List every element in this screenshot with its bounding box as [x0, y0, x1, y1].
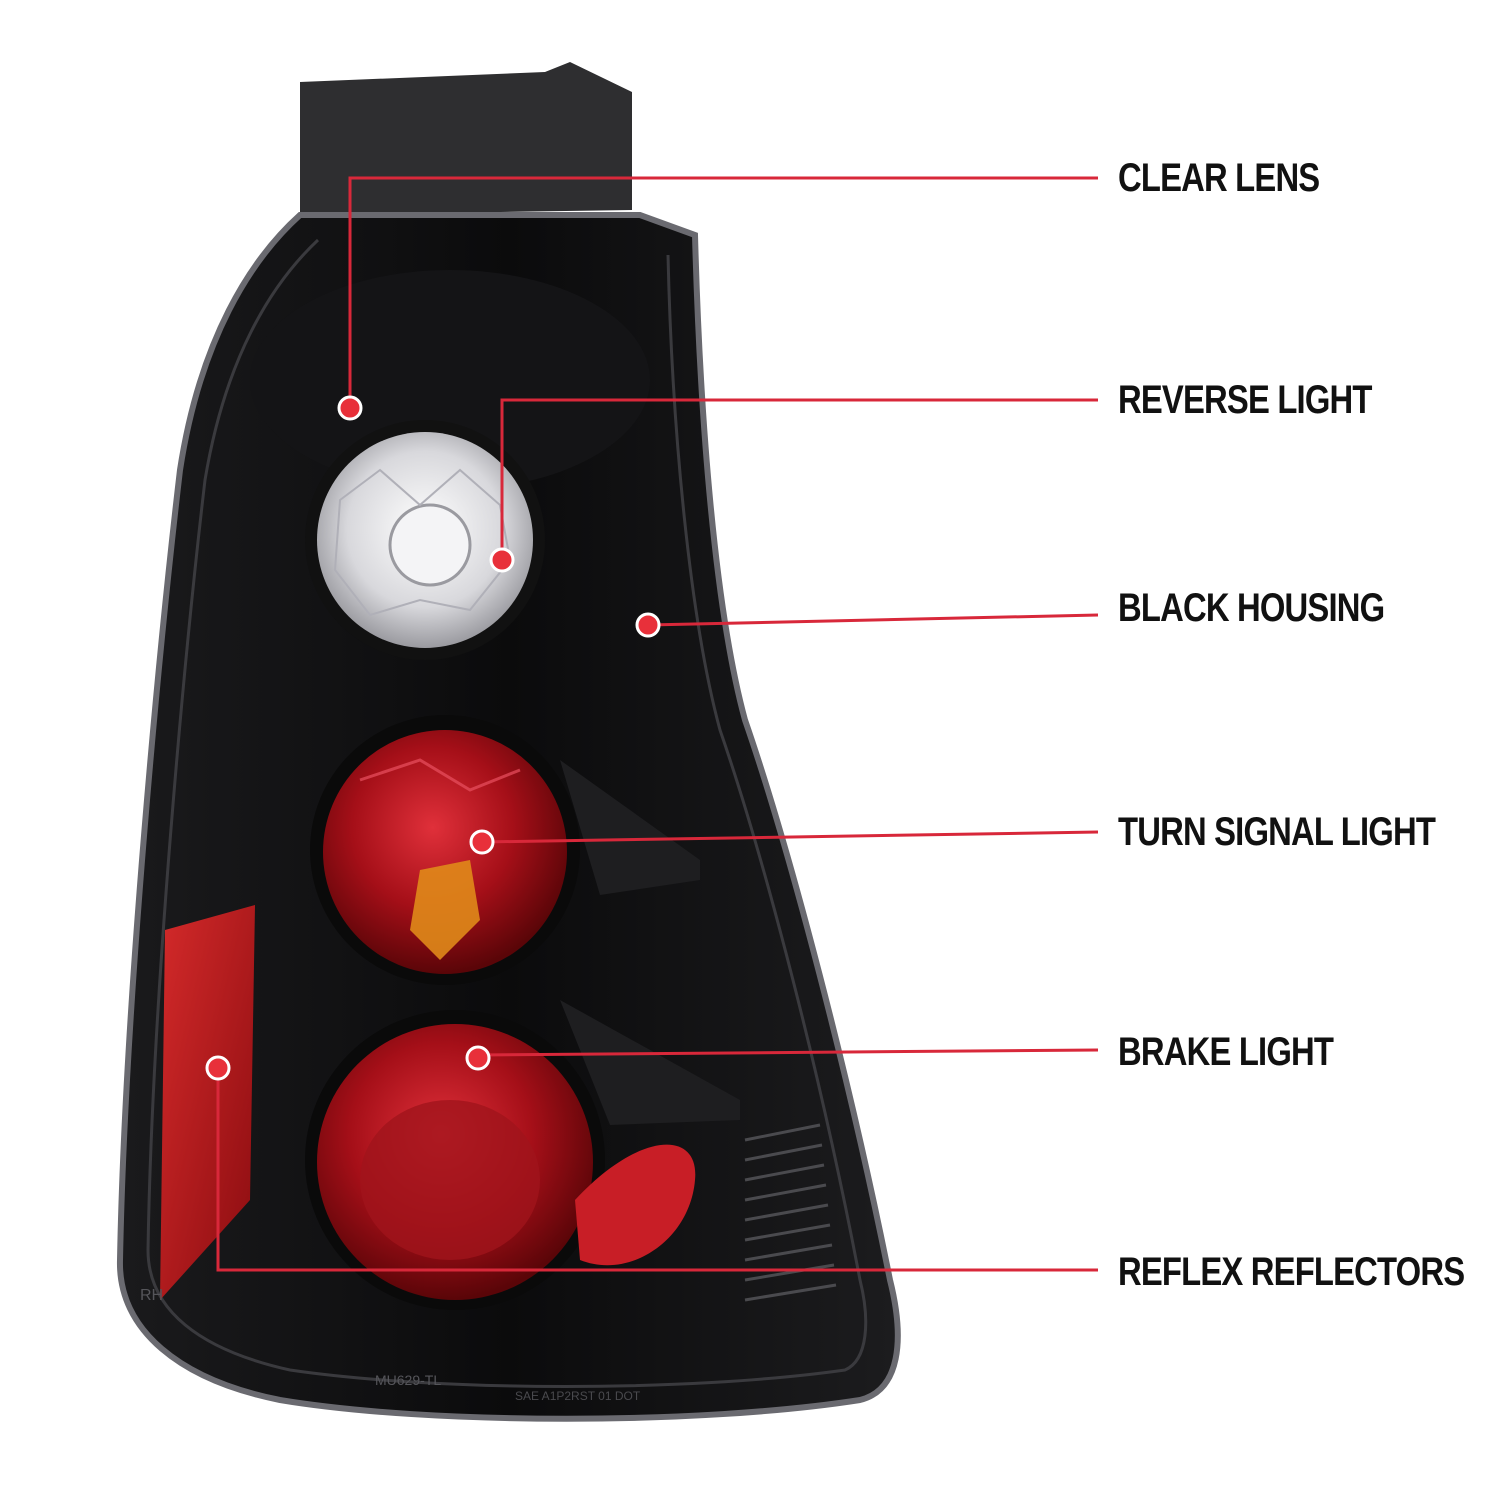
label-reverse-light: REVERSE LIGHT — [1118, 378, 1372, 422]
label-brake-light: BRAKE LIGHT — [1118, 1030, 1334, 1074]
callout-dot-turn-signal-light — [469, 829, 495, 855]
leader-line-reflex-reflectors — [216, 1068, 1098, 1272]
callout-dot-clear-lens — [337, 395, 363, 421]
housing-part-number: MU629-TL — [375, 1372, 441, 1388]
label-clear-lens: CLEAR LENS — [1118, 156, 1320, 200]
label-reflex-reflectors: REFLEX REFLECTORS — [1118, 1250, 1465, 1294]
clear-lens-trim — [116, 212, 901, 1422]
leader-line-reverse-light — [500, 398, 1098, 560]
housing-vent — [744, 1123, 837, 1302]
housing-side-marking: RH — [140, 1287, 163, 1304]
leader-line-brake-light — [477, 1048, 1099, 1057]
reflex-reflector — [160, 905, 255, 1300]
housing-code-marking: SAE A1P2RST 01 DOT — [515, 1389, 641, 1403]
callout-dot-black-housing — [635, 612, 661, 638]
leader-line-turn-signal-light — [481, 830, 1099, 844]
leader-line-clear-lens — [348, 176, 1098, 408]
label-turn-signal-light: TURN SIGNAL LIGHT — [1118, 810, 1436, 854]
callout-dot-reflex-reflectors — [205, 1055, 231, 1081]
callout-dot-reverse-light — [489, 547, 515, 573]
label-black-housing: BLACK HOUSING — [1118, 586, 1385, 630]
leader-line-black-housing — [647, 613, 1099, 627]
callout-dots — [205, 395, 661, 1081]
callout-dot-brake-light — [465, 1045, 491, 1071]
